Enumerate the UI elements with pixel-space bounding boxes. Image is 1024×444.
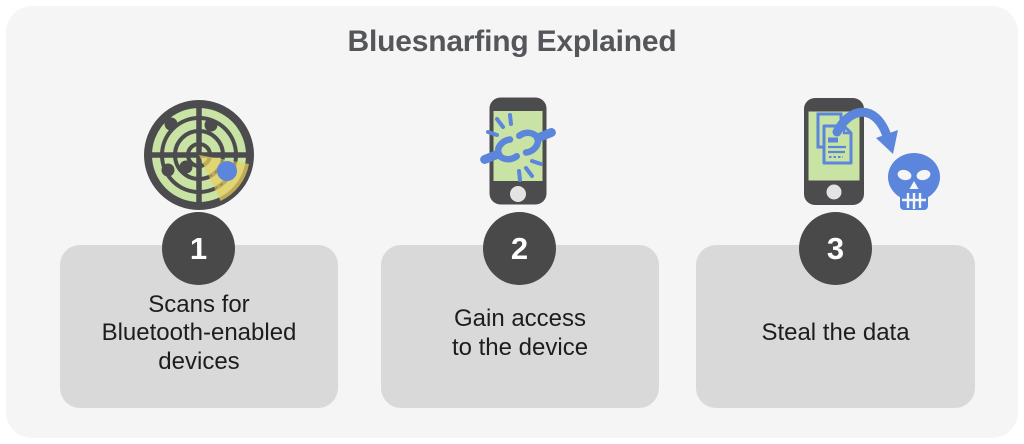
step-label-2: Gain access to the device: [451, 305, 589, 361]
broken-link-icon: [480, 113, 556, 182]
radar-blips: [161, 117, 218, 177]
step-number-1: 1: [189, 230, 208, 266]
transfer-arrow-icon: [832, 107, 898, 154]
radar-wedge-dashes: [208, 159, 237, 190]
step-number-badge-1: 1: [162, 212, 235, 285]
phone-home-button: [826, 184, 842, 200]
phone-data-theft-skull-icon: [804, 98, 940, 210]
phone-home-button: [510, 186, 526, 202]
step-number-2: 2: [510, 230, 529, 266]
skull-icon: [888, 153, 940, 210]
step-number-badge-3: 3: [799, 212, 872, 285]
phone-broken-link-icon: [480, 97, 556, 205]
step-label-1: Scans for Bluetooth-enabled devices: [101, 291, 297, 375]
radar-icon: [144, 100, 254, 210]
step-label-3: Steal the data: [761, 319, 910, 347]
radar-detected-device-dot: [217, 161, 237, 181]
spark-lines: [486, 113, 543, 182]
step-number-badge-2: 2: [483, 212, 556, 285]
page-title: Bluesnarfing Explained: [347, 25, 677, 58]
infographic-canvas: Bluesnarfing Explained: [6, 6, 1018, 438]
step-number-3: 3: [826, 230, 845, 266]
